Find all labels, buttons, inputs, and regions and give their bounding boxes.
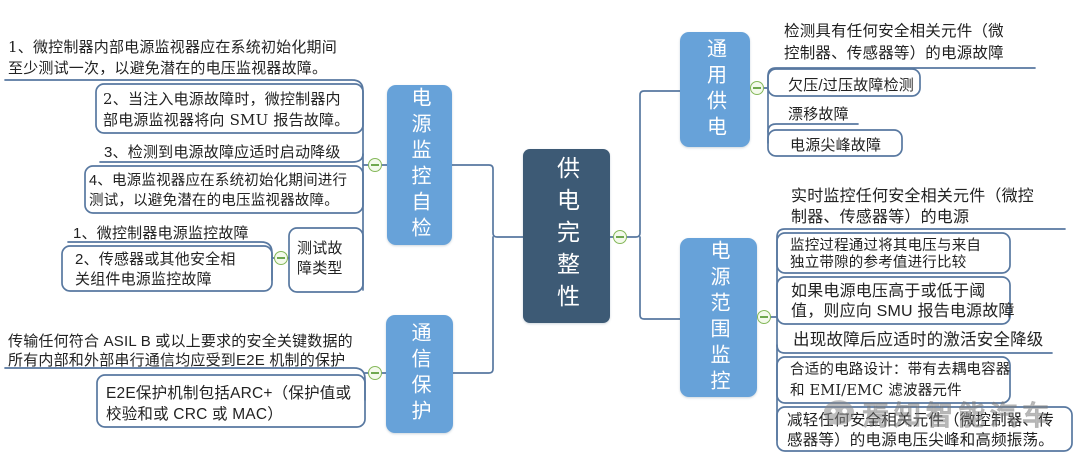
central-topic-label: 供电完整性 [553,156,580,316]
branch-node-power-range-monitoring[interactable]: 电源范围监控 [680,238,757,397]
topic-bracket [776,356,1011,404]
topic-test-fault-type[interactable]: 测试故 障类型 [297,240,343,277]
topic-bracket [288,227,364,293]
topic-general-4[interactable]: 电源尖峰故障 [790,137,882,154]
topic-general-1[interactable]: 检测具有任何安全相关元件（微 控制器、传感器等）的电源故障 [784,23,1004,62]
topic-comm-2[interactable]: E2E保护机制包括ARC+（保护值或 校验和或 CRC 或 MAC） [106,385,352,423]
central-topic-power-supply-integrity[interactable]: 供电完整性 [523,149,610,323]
branch-node-general-power-supply[interactable]: 通用供电 [680,32,750,147]
branch-node-label: 通信保护 [408,322,430,426]
topic-range-3[interactable]: 如果电源电压高于或低于阈 值，则应向 SMU 报告电源故障 [791,283,1015,320]
branch-node-power-monitor-self-check[interactable]: 电源监控自检 [387,85,452,245]
topic-underline [4,367,366,401]
topic-bracket [767,68,921,97]
topic-bracket [767,129,903,157]
topic-test-fault-1[interactable]: 1、微控制器电源监控故障 [73,225,249,242]
topic-bracket [776,406,1073,452]
branch-node-communication-protection[interactable]: 通信保护 [386,315,453,433]
topic-bracket [95,83,364,134]
topic-range-4[interactable]: 出现故障后应适时的激活安全降级 [793,330,1044,349]
topic-self-check-2[interactable]: 2、当注入电源故障时，微控制器内 部电源监视器将向 SMU 报告故障。 [103,90,350,129]
wechat-bubble-icon [823,400,855,427]
topic-underline [776,344,1053,354]
collapse-minus-icon[interactable] [368,158,382,172]
topic-range-2[interactable]: 监控过程通过将其电压与来自 独立带隙的参考值进行比较 [790,238,982,271]
topic-range-5[interactable]: 合适的电路设计：带有去耦电容器 和 EMI/EMC 滤波器元件 [790,362,1011,399]
topic-bracket [84,165,364,214]
watermark: 焉知智能汽车 [822,394,1054,433]
topic-general-3[interactable]: 漂移故障 [788,106,849,123]
collapse-minus-icon[interactable] [750,81,764,95]
branch-node-label: 电源监控自检 [408,87,430,243]
branch-node-label: 电源范围监控 [707,239,729,396]
topic-comm-1[interactable]: 传输任何符合 ASIL B 或以上要求的安全关键数据的 所有内部和外部串行通信均… [8,333,353,369]
connector [639,236,681,320]
topic-self-check-1[interactable]: 1、微控制器内部电源监视器应在系统初始化期间 至少测试一次，以避免潜在的电压监视… [8,38,337,77]
topic-bracket [776,232,1011,274]
topic-bracket [96,374,366,428]
topic-self-check-3[interactable]: 3、检测到电源故障应适时启动降级 [104,144,341,161]
topic-general-2[interactable]: 欠压/过压故障检测 [788,77,914,94]
watermark-text: 焉知智能汽车 [862,401,1054,432]
collapse-minus-icon[interactable] [368,366,382,380]
topic-test-fault-2[interactable]: 2、传感器或其他安全相 关组件电源监控故障 [75,251,236,288]
collapse-minus-icon[interactable] [613,230,627,244]
topic-range-1[interactable]: 实时监控任何安全相关元件（微控 制器、传感器等）的电源 [791,188,1035,226]
topic-self-check-4[interactable]: 4、电源监视器应在系统初始化期间进行 测试，以避免潜在的电压监视器故障。 [89,173,348,209]
connector [452,236,494,374]
branch-node-label: 通用供电 [703,37,726,142]
collapse-minus-icon[interactable] [757,310,771,324]
topic-underline [99,153,364,163]
connector [609,90,681,238]
topic-underline [767,123,859,133]
connector [451,164,524,238]
topic-underline [776,228,1066,441]
collapse-minus-icon[interactable] [274,251,288,265]
topic-bracket [776,276,1011,325]
topic-bracket [61,245,273,292]
